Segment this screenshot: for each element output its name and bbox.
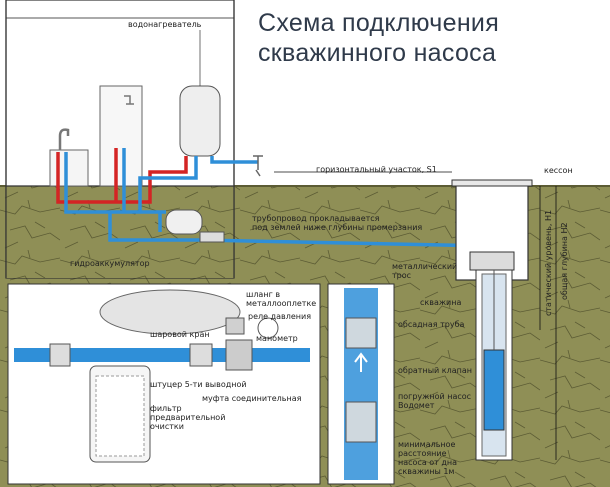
label-pressure-switch: реле давления [248,312,312,321]
label-horizontal-section: горизонтальный участок, S1 [316,165,437,174]
label-min-distance-1: минимальное [398,440,456,449]
label-total-depth: общая глубина H2 [560,222,569,300]
label-pipeline-2: под землей ниже глубины промерзания [252,223,423,232]
hydroaccumulator [165,209,225,243]
label-manometer: манометр [256,334,298,343]
diagram-title: Схема подключения скважинного насоса [258,8,598,68]
tap-icon [58,128,70,150]
outdoor-tap-icon [253,155,263,177]
label-static-level: статический уровень, H1 [544,209,553,316]
label-ball-valve: шаровой кран [150,330,210,339]
shower-icon [124,95,134,105]
label-min-distance-2: расстояние [398,449,447,458]
label-filter-2: предварительной [150,413,226,422]
label-casing-pipe: обсадная труба [398,320,465,329]
title-line-2: скважинного насоса [258,39,497,67]
submersible-pump [483,349,505,431]
label-filter-3: очистки [150,422,184,431]
arrow-up-icon [354,352,368,372]
shower-cabin [99,85,143,187]
label-min-distance-3: насоса от дна [398,458,458,467]
dimension-lines [274,171,557,460]
label-water-heater: водонагреватель [128,20,202,29]
hot-water-pipes [56,148,188,204]
caisson [451,179,533,281]
well-casing [475,269,513,461]
label-well: скважина [420,298,462,307]
label-min-distance-4: скважины 1м [398,467,455,476]
label-hose-2: металлооплетке [246,299,317,308]
title-line-1: Схема подключения [258,9,500,37]
label-hose-1: шланг в [246,290,281,299]
label-submersible-pump-2: Водомет [398,401,435,410]
connection-detail-inset [7,283,321,485]
label-fitting: штуцер 5-ти выводной [150,380,247,389]
pump-detail-inset [327,283,395,485]
label-pipeline-1: трубопровод прокладывается [252,214,380,223]
label-check-valve: обратный клапан [398,366,472,375]
label-caisson: кессон [544,166,573,175]
label-coupling: муфта соединительная [202,394,302,403]
label-hydroaccumulator: гидроаккумулятор [70,259,150,268]
label-submersible-pump-1: погружной насос [398,392,472,401]
water-heater [179,30,221,157]
label-filter-1: фильтр [150,404,182,413]
label-metal-cable-1: металлический [392,262,458,271]
label-metal-cable-2: трос [392,271,412,280]
